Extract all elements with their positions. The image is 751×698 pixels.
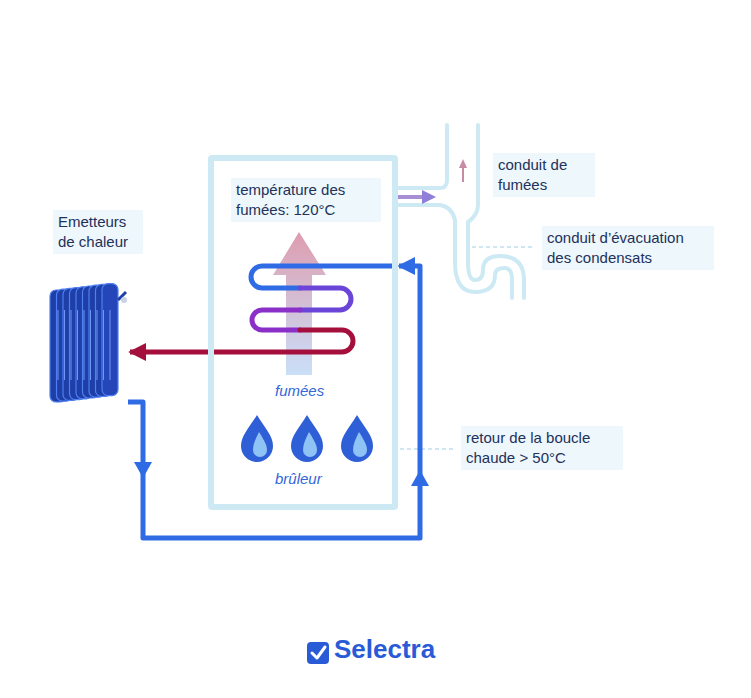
burner-label: brûleur xyxy=(273,469,324,489)
flue-pipe-wall xyxy=(468,125,478,262)
flue-temperature-note: température des fumées: 120°C xyxy=(231,178,381,222)
flame-core xyxy=(353,432,367,457)
flame xyxy=(241,415,273,462)
coil-segment xyxy=(252,310,300,330)
logo-square xyxy=(307,642,329,664)
return-water-pipe xyxy=(128,266,420,538)
flue-gas-arrow-shaft xyxy=(398,195,424,199)
heat-emitter: Emetteurs de chaleur xyxy=(48,208,140,418)
flue-duct-label: conduit de fumées xyxy=(493,153,595,197)
flue-exhaust-arrow-shaft xyxy=(462,166,464,182)
radiator-rib xyxy=(77,310,78,380)
radiator-rib xyxy=(58,310,59,380)
radiator-body xyxy=(48,280,128,412)
hot-water-supply-pipe xyxy=(130,350,208,355)
leader-line xyxy=(400,448,454,450)
return-loop-label: retour de la boucle chaude > 50°C xyxy=(461,426,623,470)
brand-logo-text: Selectra xyxy=(334,634,435,664)
coil-segment xyxy=(300,288,351,310)
coil-segment xyxy=(251,266,393,288)
radiator-rib xyxy=(84,310,85,380)
condensate-drain-label: conduit d’évacuation des condensats xyxy=(542,226,714,270)
flue-gas-arrow-head xyxy=(422,190,436,204)
heat-exchanger-coil xyxy=(212,266,393,352)
boiler-housing: température des fumées: 120°C fumées brûle… xyxy=(208,155,398,510)
radiator-rib xyxy=(90,310,91,380)
flue-exhaust-arrow-head xyxy=(459,159,467,168)
radiator-rib xyxy=(71,310,72,380)
radiator-column xyxy=(102,284,118,396)
flue-pipe xyxy=(395,125,524,298)
coil-segment xyxy=(212,330,353,352)
logo-icon xyxy=(307,642,329,664)
flame-core xyxy=(253,432,267,457)
condensate-trap xyxy=(468,256,524,298)
radiator-rib xyxy=(103,310,104,380)
leader-line xyxy=(472,246,535,248)
flame-core xyxy=(303,432,317,457)
flame xyxy=(341,415,373,462)
flue-gas-label: fumées xyxy=(273,381,326,401)
radiator-rib xyxy=(110,310,111,380)
radiator-rib xyxy=(97,310,98,380)
radiator-valve xyxy=(121,297,127,303)
flue-gas-arrow xyxy=(398,159,467,204)
flue-pipe-wall xyxy=(395,205,455,262)
logo-check xyxy=(312,647,325,658)
heat-emitter-label: Emetteurs de chaleur xyxy=(53,210,143,254)
flame xyxy=(291,415,323,462)
burner-flames xyxy=(241,415,373,462)
flue-pipe-wall xyxy=(395,125,447,188)
radiator-rib xyxy=(64,310,65,380)
